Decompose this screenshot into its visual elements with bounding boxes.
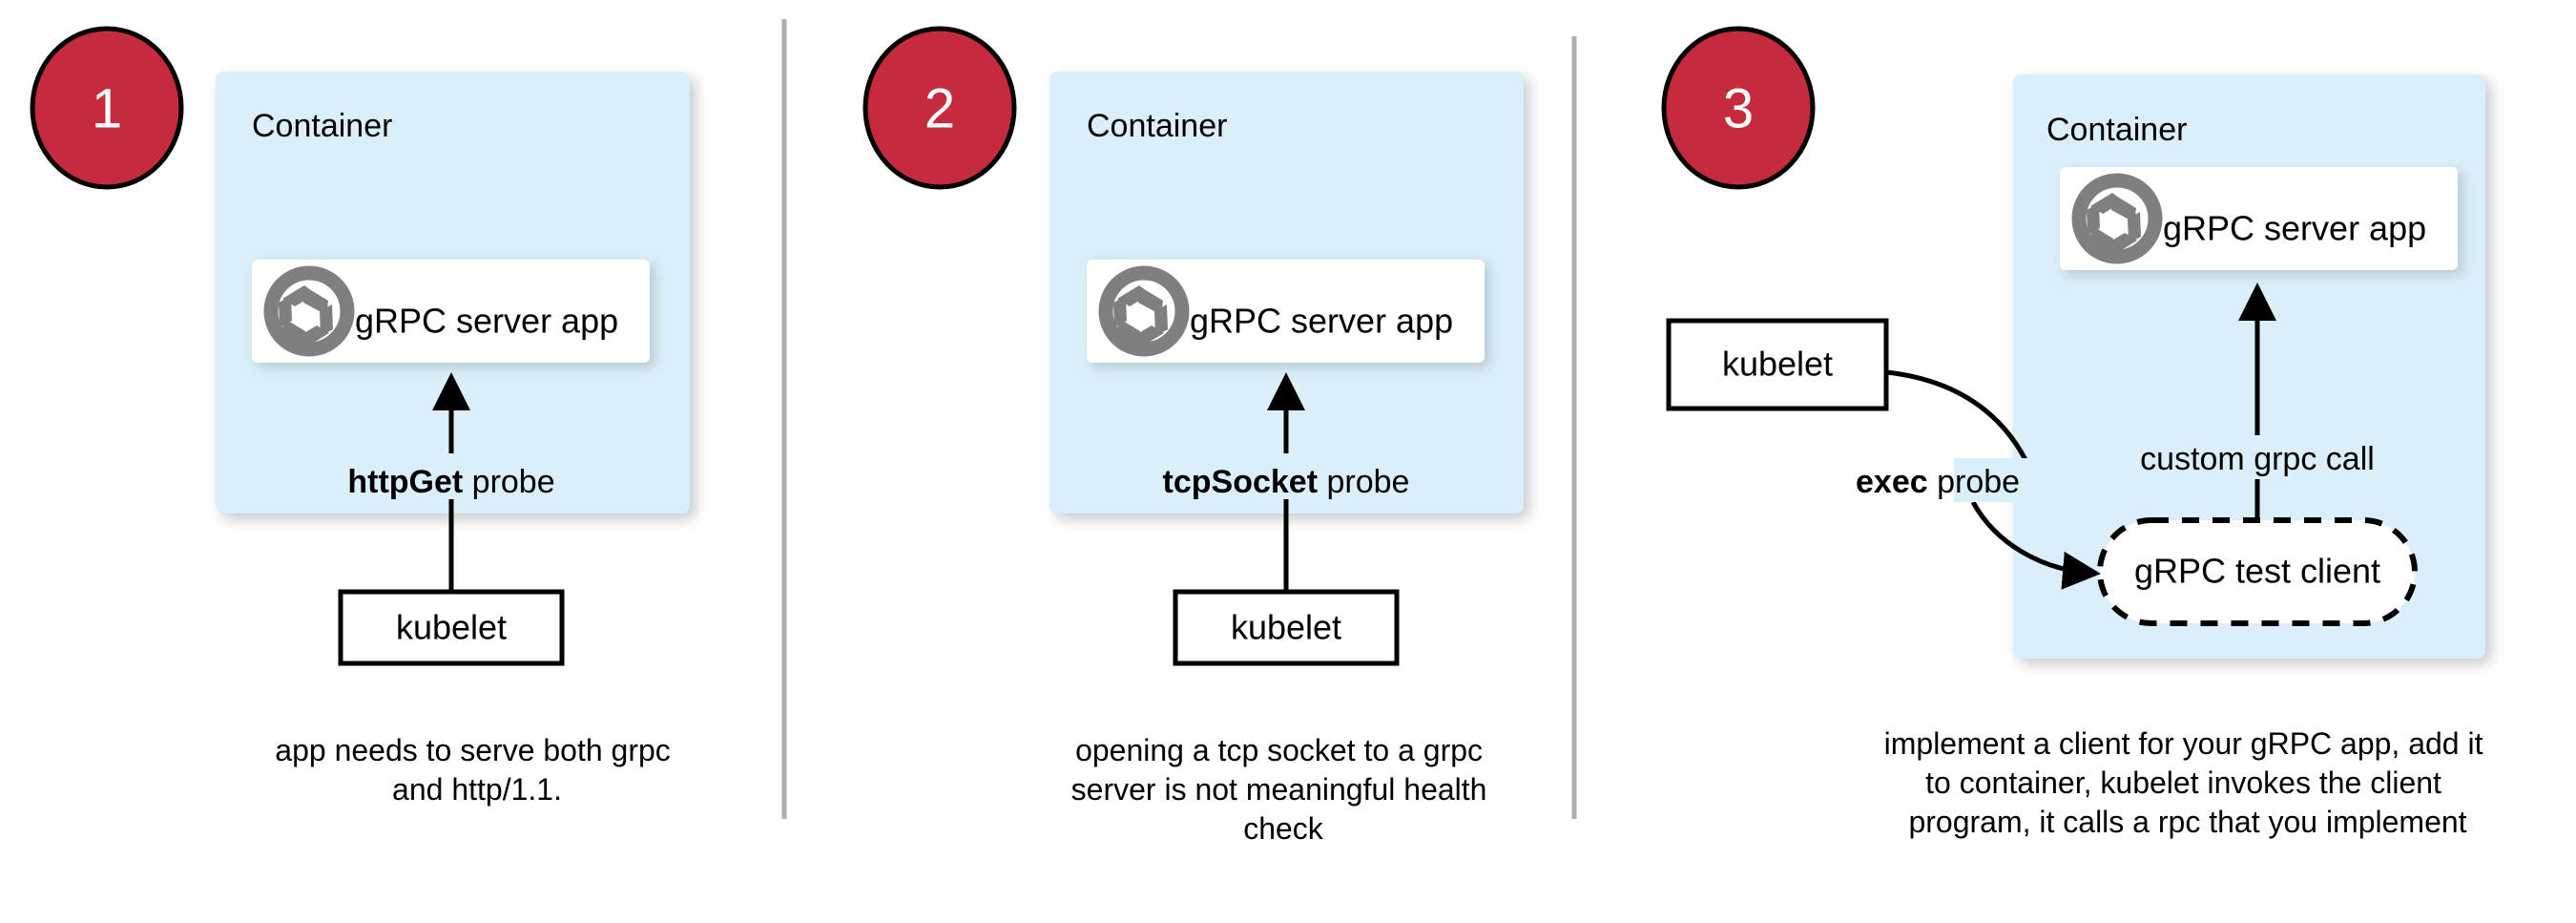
grpc-server-app-box-3 [2060, 167, 2458, 270]
kubelet-box-2 [1173, 589, 1400, 666]
caption-line: and http/1.1. [392, 772, 562, 807]
kubelet-box-3 [1666, 318, 1889, 411]
kubelet-box-1 [338, 589, 565, 666]
kubelet-label-1: kubelet [396, 608, 507, 647]
caption-line: check [1243, 811, 1324, 846]
caption-line: to container, kubelet invokes the client [1925, 766, 2441, 800]
grpc-server-app-label-2: gRPC server app [1190, 302, 1453, 341]
step-number-2: 2 [924, 77, 955, 139]
exec-probe-curve-upper [1885, 369, 2033, 472]
panel-caption-2: opening a tcp socket to a grpc server is… [1071, 733, 1496, 846]
caption-line: app needs to serve both grpc [275, 733, 671, 767]
custom-grpc-call-label: custom grpc call [2140, 441, 2375, 477]
probe-label-backdrop-1 [324, 453, 592, 499]
grpc-server-app-box-1 [252, 260, 650, 363]
step-badge-3: 3 [1661, 26, 1816, 190]
panel-2: gRPC server app Container tcpSocket prob… [1049, 72, 1524, 846]
probe-label-bold-2: tcpSocket [1163, 464, 1319, 500]
caption-line: program, it calls a rpc that you impleme… [1908, 805, 2466, 839]
grpc-test-client-label: gRPC test client [2134, 552, 2380, 591]
grpc-server-app-label-1: gRPC server app [355, 302, 618, 341]
tcpsocket-probe-label: tcpSocket probe [1163, 464, 1410, 500]
step-number-1: 1 [92, 77, 122, 139]
custom-call-label-backdrop [2085, 435, 2428, 479]
probe-label-rest-2: probe [1318, 464, 1409, 500]
exec-probe-curve-lower [1970, 500, 2101, 590]
exec-probe-label: exec probe [1856, 464, 2020, 500]
container-label-1: Container [252, 108, 392, 144]
panel-caption-1: app needs to serve both grpc and http/1.… [275, 733, 678, 807]
step-badge-2: 2 [862, 26, 1017, 190]
kubelet-label-3: kubelet [1722, 345, 1833, 384]
step-number-3: 3 [1723, 77, 1754, 139]
panel-1: gRPC server app Container httpGet probe … [216, 72, 690, 807]
grpc-server-app-box-2 [1087, 260, 1485, 363]
caption-line: implement a client for your gRPC app, ad… [1884, 726, 2483, 761]
probe-label-rest-3: probe [1928, 464, 2020, 500]
probe-label-bold-1: httpGet [347, 464, 463, 500]
panel-caption-3: implement a client for your gRPC app, ad… [1884, 726, 2492, 839]
probe-label-bold-3: exec [1856, 464, 1928, 500]
container-label-2: Container [1087, 108, 1227, 144]
exec-label-backdrop-right [1954, 458, 2116, 502]
kubelet-label-2: kubelet [1231, 608, 1341, 647]
httpget-probe-label: httpGet probe [347, 464, 554, 500]
step-badge-1: 1 [30, 26, 184, 190]
exec-label-backdrop-left [1849, 458, 1954, 502]
grpc-server-app-label-3: gRPC server app [2163, 209, 2426, 248]
probe-label-rest-1: probe [463, 464, 554, 500]
grpc-test-client-box [2097, 517, 2418, 626]
caption-line: server is not meaningful health [1071, 772, 1487, 807]
container-label-3: Container [2046, 112, 2187, 148]
panel-3: gRPC server app Container custom grpc ca… [1666, 74, 2492, 839]
probe-label-backdrop-2 [1150, 453, 1426, 499]
caption-line: opening a tcp socket to a grpc [1075, 733, 1483, 767]
